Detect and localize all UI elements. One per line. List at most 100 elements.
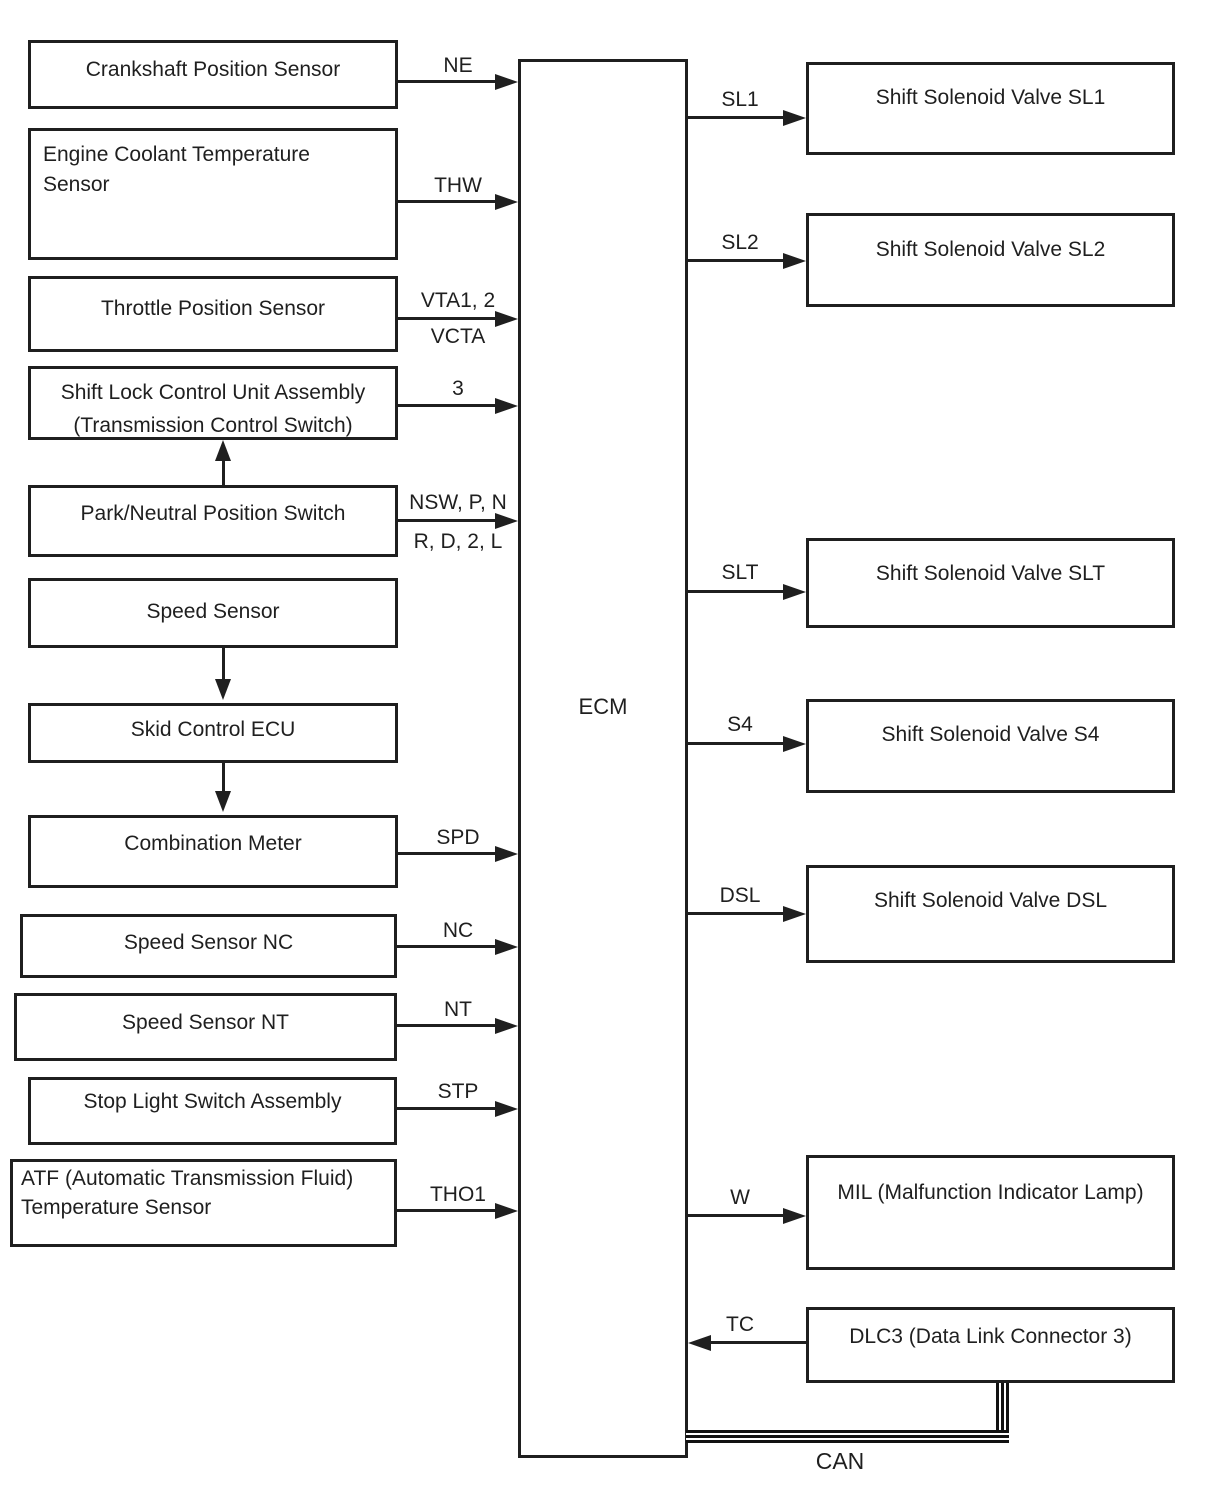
box-label: Shift Solenoid Valve SLT: [875, 562, 1106, 585]
tc-arrowhead: [688, 1335, 711, 1351]
box-label: Speed Sensor NC: [123, 931, 294, 954]
rd2l-signal-label: R, D, 2, L: [413, 530, 503, 553]
nsw-signal-label: NSW, P, N: [409, 491, 507, 514]
nt-signal-line: [397, 1024, 497, 1027]
nsw-signal-line: [397, 519, 497, 522]
box-skid-control-ecu: Skid Control ECU: [28, 703, 398, 763]
vta-arrowhead: [495, 311, 518, 327]
tho1-arrowhead: [495, 1203, 518, 1219]
box-throttle-position-sensor: Throttle Position Sensor: [28, 276, 398, 352]
s4-signal-label: S4: [727, 713, 753, 736]
box-atf-temperature-sensor: ATF (Automatic Transmission Fluid) Tempe…: [10, 1159, 397, 1247]
nc-arrowhead: [495, 939, 518, 955]
ecm-label: ECM: [578, 694, 628, 719]
can-bus-label: CAN: [815, 1448, 865, 1474]
w-signal-line: [686, 1214, 785, 1217]
spd-signal-line: [397, 852, 497, 855]
vta-signal-label: VTA1, 2: [420, 289, 496, 312]
box-speed-sensor: Speed Sensor: [28, 578, 398, 648]
box-shift-lock-control-unit-assembly: Shift Lock Control Unit Assembly (Transm…: [28, 366, 398, 440]
can-bus-vertical-segment: [996, 1383, 1009, 1433]
thw-signal-label: THW: [434, 174, 482, 197]
nc-signal-label: NC: [442, 919, 474, 942]
spd-arrowhead: [495, 846, 518, 862]
box-label: Shift Solenoid Valve SL2: [875, 238, 1106, 261]
dsl-signal-label: DSL: [719, 884, 761, 907]
box-park-neutral-position-switch: Park/Neutral Position Switch: [28, 485, 398, 557]
ne-signal-label: NE: [443, 54, 473, 77]
sl2-signal-label: SL2: [721, 231, 759, 254]
vta-signal-line: [397, 317, 497, 320]
box-shift-solenoid-valve-sl2: Shift Solenoid Valve SL2: [806, 213, 1175, 307]
dsl-arrowhead: [783, 906, 806, 922]
box-label: Throttle Position Sensor: [100, 297, 326, 320]
box-label: MIL (Malfunction Indicator Lamp): [837, 1181, 1144, 1204]
tho1-signal-line: [397, 1209, 497, 1212]
box-label-line1: ATF (Automatic Transmission Fluid): [21, 1167, 354, 1190]
thw-arrowhead: [495, 194, 518, 210]
box-shift-solenoid-valve-slt: Shift Solenoid Valve SLT: [806, 538, 1175, 628]
slt-arrowhead: [783, 584, 806, 600]
box-label: Shift Solenoid Valve SL1: [875, 86, 1106, 109]
sl1-signal-line: [686, 116, 785, 119]
nsw-arrowhead: [495, 513, 518, 529]
dsl-signal-line: [686, 912, 785, 915]
ne-arrowhead: [495, 74, 518, 90]
box-label: Shift Solenoid Valve S4: [881, 723, 1100, 746]
sl1-arrowhead: [783, 110, 806, 126]
box-label: Skid Control ECU: [130, 718, 296, 741]
box-label-line1: Shift Lock Control Unit Assembly: [60, 381, 366, 404]
box-speed-sensor-nc: Speed Sensor NC: [20, 914, 397, 978]
box-shift-solenoid-valve-s4: Shift Solenoid Valve S4: [806, 699, 1175, 793]
box-label: Combination Meter: [124, 832, 302, 855]
slt-signal-line: [686, 590, 785, 593]
sl1-signal-label: SL1: [721, 88, 759, 111]
box-label: Crankshaft Position Sensor: [85, 58, 341, 81]
box-label-line2: Sensor: [43, 173, 110, 197]
tho1-signal-label: THO1: [429, 1183, 486, 1206]
tc-signal-line: [709, 1341, 806, 1344]
box-mil-malfunction-indicator-lamp: MIL (Malfunction Indicator Lamp): [806, 1155, 1175, 1270]
box-label: Speed Sensor NT: [122, 1011, 289, 1034]
tc-signal-label: TC: [726, 1313, 754, 1336]
slt-signal-label: SLT: [721, 561, 759, 584]
nt-signal-label: NT: [444, 998, 472, 1021]
thw-signal-line: [397, 200, 497, 203]
speed-sensor-to-skid-line: [222, 648, 225, 681]
park-neutral-to-shift-lock-line: [222, 459, 225, 487]
box-label: Speed Sensor: [146, 600, 280, 623]
box-label: DLC3 (Data Link Connector 3): [849, 1325, 1132, 1348]
s4-arrowhead: [783, 736, 806, 752]
box-label-line1: Engine Coolant Temperature: [43, 143, 310, 166]
ne-signal-line: [397, 80, 497, 83]
shift-lock-signal-label: 3: [452, 377, 464, 400]
shift-lock-arrowhead: [495, 398, 518, 414]
sl2-signal-line: [686, 259, 785, 262]
spd-signal-label: SPD: [436, 826, 480, 849]
sl2-arrowhead: [783, 253, 806, 269]
s4-signal-line: [686, 742, 785, 745]
speed-sensor-to-skid-arrowhead: [215, 679, 231, 700]
box-shift-solenoid-valve-dsl: Shift Solenoid Valve DSL: [806, 865, 1175, 963]
box-crankshaft-position-sensor: Crankshaft Position Sensor: [28, 40, 398, 109]
stp-signal-line: [397, 1107, 497, 1110]
box-label: Stop Light Switch Assembly: [83, 1090, 342, 1113]
stp-signal-label: STP: [437, 1080, 479, 1103]
park-neutral-to-shift-lock-arrowhead: [215, 440, 231, 461]
shift-lock-signal-line: [397, 404, 497, 407]
box-label-line2: (Transmission Control Switch): [73, 413, 353, 437]
box-label-line2: Temperature Sensor: [21, 1195, 212, 1219]
w-signal-label: W: [730, 1186, 750, 1209]
box-shift-solenoid-valve-sl1: Shift Solenoid Valve SL1: [806, 62, 1175, 155]
nc-signal-line: [397, 945, 497, 948]
vcta-signal-label: VCTA: [430, 325, 486, 348]
box-combination-meter: Combination Meter: [28, 815, 398, 888]
nt-arrowhead: [495, 1018, 518, 1034]
can-bus-horizontal-segment: [686, 1430, 1009, 1443]
box-dlc3-data-link-connector-3: DLC3 (Data Link Connector 3): [806, 1307, 1175, 1383]
box-speed-sensor-nt: Speed Sensor NT: [14, 993, 397, 1061]
skid-to-combination-meter-arrowhead: [215, 791, 231, 812]
box-stop-light-switch-assembly: Stop Light Switch Assembly: [28, 1077, 397, 1145]
stp-arrowhead: [495, 1101, 518, 1117]
